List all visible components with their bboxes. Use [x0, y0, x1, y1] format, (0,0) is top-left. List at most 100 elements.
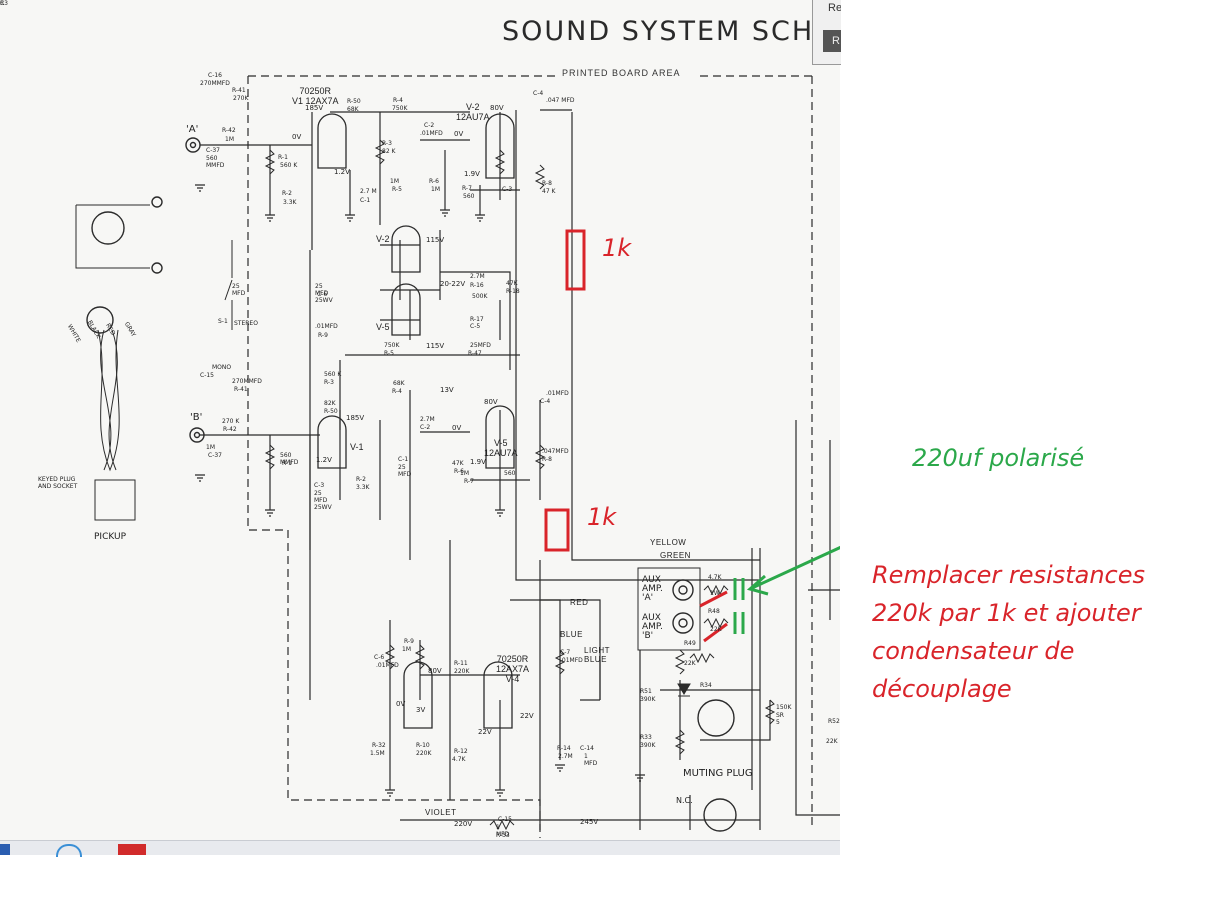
wire-red-label: RED — [570, 598, 589, 607]
voltage-label: 0V — [396, 700, 406, 708]
aux-amp-a-label: AUX AMP. 'A' — [642, 575, 663, 603]
component-label: .047MFD — [542, 448, 569, 455]
taskbar — [0, 840, 840, 857]
component-label: R33 — [640, 734, 652, 741]
component-label: .047 MFD — [546, 97, 575, 104]
annotation-note: Remplacer resistances 220k par 1k et ajo… — [872, 556, 1145, 708]
component-label: 1M — [460, 470, 469, 477]
voltage-label: 0V — [454, 130, 464, 138]
component-label: 68K — [347, 106, 359, 113]
component-label: R49 — [684, 640, 696, 647]
component-label: 82 K — [382, 148, 396, 155]
component-label: 47K — [506, 280, 518, 287]
component-label: C-14 — [580, 745, 594, 752]
popup-button[interactable]: R — [823, 30, 841, 52]
voltage-label: 80V — [428, 667, 442, 675]
component-label: C-37 — [208, 452, 222, 459]
wire-green-label: GREEN — [660, 551, 691, 560]
component-label: C-4 — [540, 398, 551, 405]
voltage-label: 115V — [426, 342, 445, 350]
annotation-capacitor: 220uf polarisé — [912, 444, 1085, 472]
component-label: 1.5M — [370, 750, 385, 757]
component-label: SR 5 — [776, 712, 784, 726]
voltage-label: 185V — [346, 414, 365, 422]
component-label: R-5 — [384, 350, 394, 357]
wire-yellow-label: YELLOW — [650, 538, 687, 547]
browser-icon[interactable] — [56, 844, 82, 857]
component-label: R-8 — [542, 456, 552, 463]
component-label: 47K — [452, 460, 464, 467]
voltage-label: 245V — [580, 818, 599, 826]
tube-v2-mid-label: V-2 — [376, 234, 390, 244]
component-label: 2.7M — [558, 753, 573, 760]
component-label: 560 K — [280, 162, 298, 169]
component-label: R-18 — [506, 288, 520, 295]
tube-v5-bottom-label: V-5 12AU7A — [484, 438, 518, 458]
keyed-plug-label: KEYED PLUG AND SOCKET — [38, 476, 78, 490]
tube-v1-top-label: 70250R V1 12AX7A — [292, 86, 339, 106]
component-label: C-6 — [317, 291, 328, 298]
tube-v4-label: 70250R 12AX7A V-4 — [496, 654, 530, 684]
component-label: R-7 — [462, 185, 472, 192]
voltage-label: 1.9V — [464, 170, 480, 178]
annotation-marks — [544, 229, 728, 643]
component-label: 1M — [402, 646, 411, 653]
wire-violet-label: VIOLET — [425, 808, 457, 817]
popup-title: Re — [828, 2, 841, 14]
aux-amp-b-label: AUX AMP. 'B' — [642, 613, 663, 641]
component-label: 25 MFD 25WV — [314, 490, 332, 511]
component-label: C-2 — [420, 424, 431, 431]
annotation-1k-bottom: 1k — [587, 503, 617, 531]
nc-label: N.C. — [676, 796, 693, 805]
component-label: 270 K — [222, 418, 240, 425]
component-label: R-41 — [234, 386, 248, 393]
voltage-label: 1.9V — [470, 458, 486, 466]
component-label: .01MFD — [315, 323, 338, 330]
component-label: 25 MFD — [398, 464, 412, 478]
component-label: 3.3K — [356, 484, 370, 491]
component-label: R-50 — [347, 98, 361, 105]
component-label: 68K — [393, 380, 405, 387]
voltage-label: 0V — [292, 133, 302, 141]
popup-window[interactable]: Re R — [812, 0, 841, 65]
component-label: 500K — [472, 293, 488, 300]
component-label: C-16 — [208, 72, 222, 79]
component-label: C-3 — [502, 186, 513, 193]
tube-v2-top-label: V-2 12AU7A — [456, 102, 490, 122]
voltage-label: 1.2V — [334, 168, 350, 176]
voltage-label: 115V — [426, 236, 445, 244]
voltage-label: 1.2V — [316, 456, 332, 464]
component-label: R52 — [828, 718, 840, 725]
component-label: 390K — [640, 696, 656, 703]
component-label: R-9 — [318, 332, 328, 339]
component-label: 220K — [416, 750, 432, 757]
component-label: R-6 — [429, 178, 439, 185]
app-icon[interactable] — [118, 844, 146, 855]
component-label: 2.7 M — [360, 188, 377, 195]
component-label: R3 — [0, 0, 8, 7]
component-label: R-16 — [470, 282, 484, 289]
pickup-label: PICKUP — [94, 532, 127, 542]
component-label: 750K — [384, 342, 400, 349]
component-label: C — [0, 0, 5, 7]
capacitor-marks — [733, 545, 840, 634]
start-icon[interactable] — [0, 844, 10, 855]
component-label: R-8 — [542, 180, 552, 187]
schematic-scan: SOUND SYSTEM SCH PRINTED BOARD AREA 'A' … — [0, 0, 840, 839]
component-label: R-17 — [470, 316, 484, 323]
component-label: 2.7M — [470, 273, 485, 280]
annotation-1k-top: 1k — [602, 234, 632, 262]
wire-blue-label: BLUE — [560, 630, 583, 639]
component-label: R-6 — [454, 468, 464, 475]
component-label: R-2 — [282, 190, 292, 197]
component-label: 22K — [684, 660, 696, 667]
component-label: 22K — [710, 626, 722, 633]
component-label: 2.7M — [420, 416, 435, 423]
component-label: R-4 — [393, 97, 403, 104]
component-label: 560 K — [324, 371, 342, 378]
component-label: C-15 — [200, 372, 214, 379]
component-label: 22K — [826, 738, 838, 745]
component-label: R-9 — [404, 638, 414, 645]
component-label: R-47 — [468, 350, 482, 357]
component-label: R-5 — [392, 186, 402, 193]
